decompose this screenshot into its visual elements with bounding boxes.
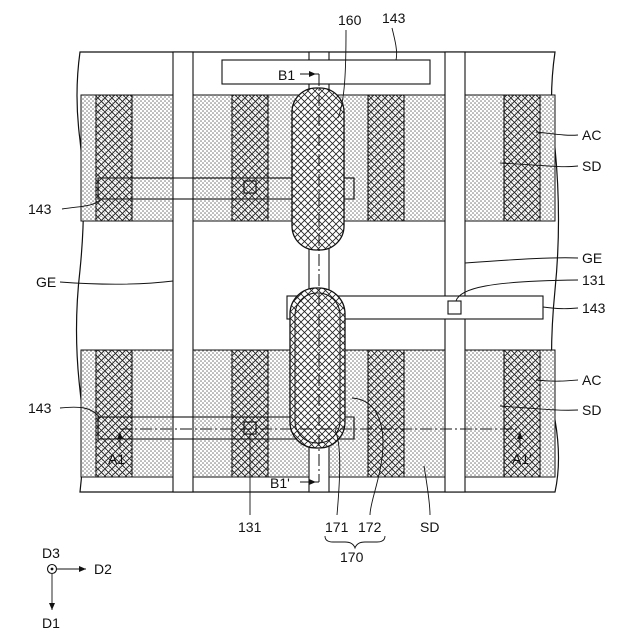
label-171: 171: [325, 519, 349, 535]
label-sd-bottom: SD: [420, 519, 439, 535]
ac-strip: [504, 95, 540, 221]
label-143-right: 143: [582, 300, 606, 316]
ac-strip: [368, 95, 404, 221]
direction-indicator: D3 D2 D1: [42, 545, 112, 631]
brace-170: [325, 536, 385, 548]
gate-electrode: [173, 52, 193, 492]
label-143-top: 143: [382, 10, 406, 26]
label-ge-left: GE: [36, 274, 56, 290]
label-143-left-upper: 143: [28, 201, 52, 217]
label-160: 160: [338, 12, 362, 28]
axis-label-d2: D2: [94, 561, 112, 577]
via-160: [292, 88, 344, 250]
label-ge-right: GE: [582, 250, 602, 266]
gate-electrode: [445, 52, 465, 492]
label-131-bottom: 131: [238, 519, 262, 535]
label-section-b1-prime: B1': [270, 475, 290, 491]
label-section-a1: A1: [108, 451, 125, 467]
label-170: 170: [340, 549, 364, 565]
interconnect-143-top: [222, 60, 430, 84]
label-section-b1: B1: [278, 67, 295, 83]
label-sd-upper: SD: [582, 158, 601, 174]
label-ac-lower: AC: [582, 372, 601, 388]
via-171: [290, 288, 345, 448]
ac-strip: [232, 95, 268, 221]
label-sd-lower: SD: [582, 402, 601, 418]
axis-label-d3: D3: [42, 545, 60, 561]
ac-strip: [96, 95, 132, 221]
label-section-a1-prime: A1': [512, 451, 532, 467]
ac-strip: [368, 350, 404, 477]
axis-label-d1: D1: [42, 615, 60, 631]
label-131-right: 131: [582, 272, 606, 288]
label-143-left-lower: 143: [28, 400, 52, 416]
label-172: 172: [358, 519, 382, 535]
label-ac-upper: AC: [582, 127, 601, 143]
contact-131: [448, 301, 461, 314]
